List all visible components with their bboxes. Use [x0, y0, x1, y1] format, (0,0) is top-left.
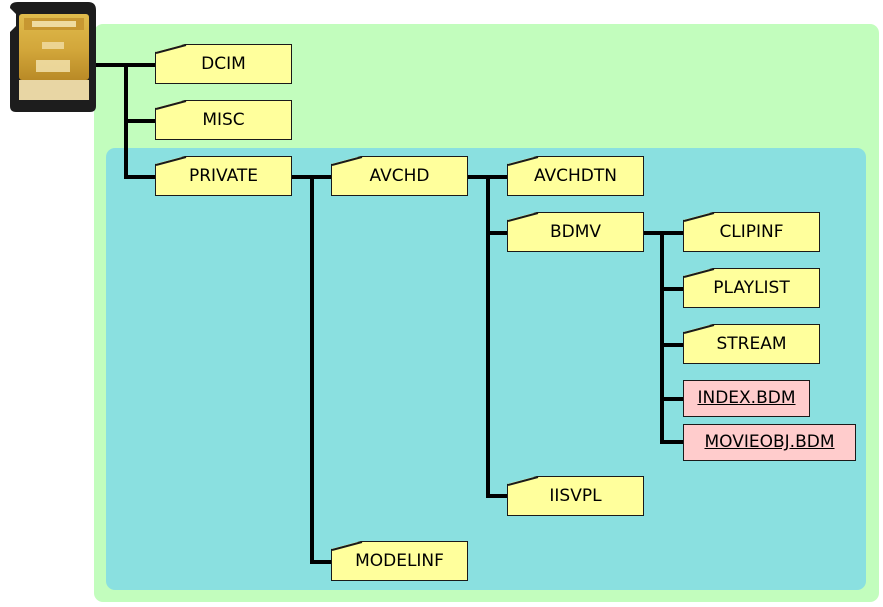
folder-label: PLAYLIST: [713, 277, 790, 298]
folder-playlist[interactable]: PLAYLIST: [683, 268, 820, 308]
folder-avchdtn[interactable]: AVCHDTN: [507, 156, 644, 196]
folder-label: MODELINF: [355, 550, 444, 571]
sd-card-icon: [10, 2, 96, 112]
folder-modelinf[interactable]: MODELINF: [331, 541, 468, 581]
file-label: MOVIEOBJ.BDM: [704, 432, 835, 452]
folder-iisvpl[interactable]: IISVPL: [507, 476, 644, 516]
folder-label: MISC: [202, 109, 245, 130]
folder-clipinf[interactable]: CLIPINF: [683, 212, 820, 252]
folder-label: BDMV: [549, 221, 602, 242]
folder-label: DCIM: [201, 53, 246, 74]
folder-label: AVCHD: [369, 165, 430, 186]
folder-misc[interactable]: MISC: [155, 100, 292, 140]
folder-bdmv[interactable]: BDMV: [507, 212, 644, 252]
folder-label: PRIVATE: [188, 165, 259, 186]
folder-label: CLIPINF: [719, 221, 784, 242]
folder-private[interactable]: PRIVATE: [155, 156, 292, 196]
folder-stream[interactable]: STREAM: [683, 324, 820, 364]
file-movieobj-bdm[interactable]: MOVIEOBJ.BDM: [683, 424, 856, 461]
folder-avchd[interactable]: AVCHD: [331, 156, 468, 196]
folder-label: AVCHDTN: [533, 165, 618, 186]
file-index-bdm[interactable]: INDEX.BDM: [683, 380, 810, 417]
file-label: INDEX.BDM: [697, 388, 796, 408]
folder-label: STREAM: [716, 333, 787, 354]
folder-label: IISVPL: [549, 485, 602, 506]
folder-dcim[interactable]: DCIM: [155, 44, 292, 84]
